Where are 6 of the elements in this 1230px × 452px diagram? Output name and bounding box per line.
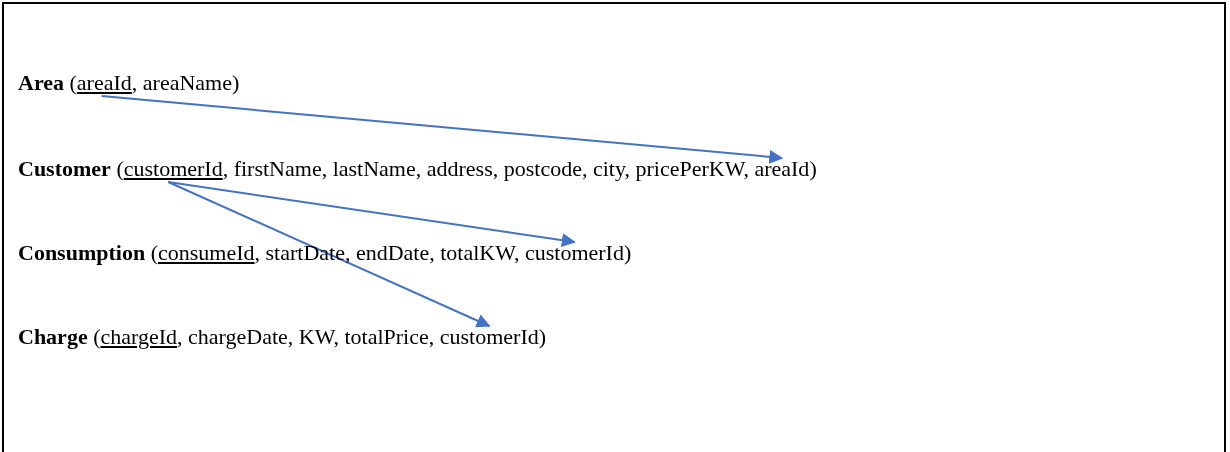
relation-schema: Charge (chargeId, chargeDate, KW, totalPrice, customerId) xyxy=(18,324,547,350)
relation-schema: Customer (customerId, firstName, lastName, address, postcode, city, pricePerKW, areaId) xyxy=(18,156,817,182)
relation-schema: Area (areaId, areaName) xyxy=(18,70,240,96)
arrow xyxy=(100,95,784,164)
arrow xyxy=(167,181,491,328)
arrow xyxy=(167,181,576,248)
